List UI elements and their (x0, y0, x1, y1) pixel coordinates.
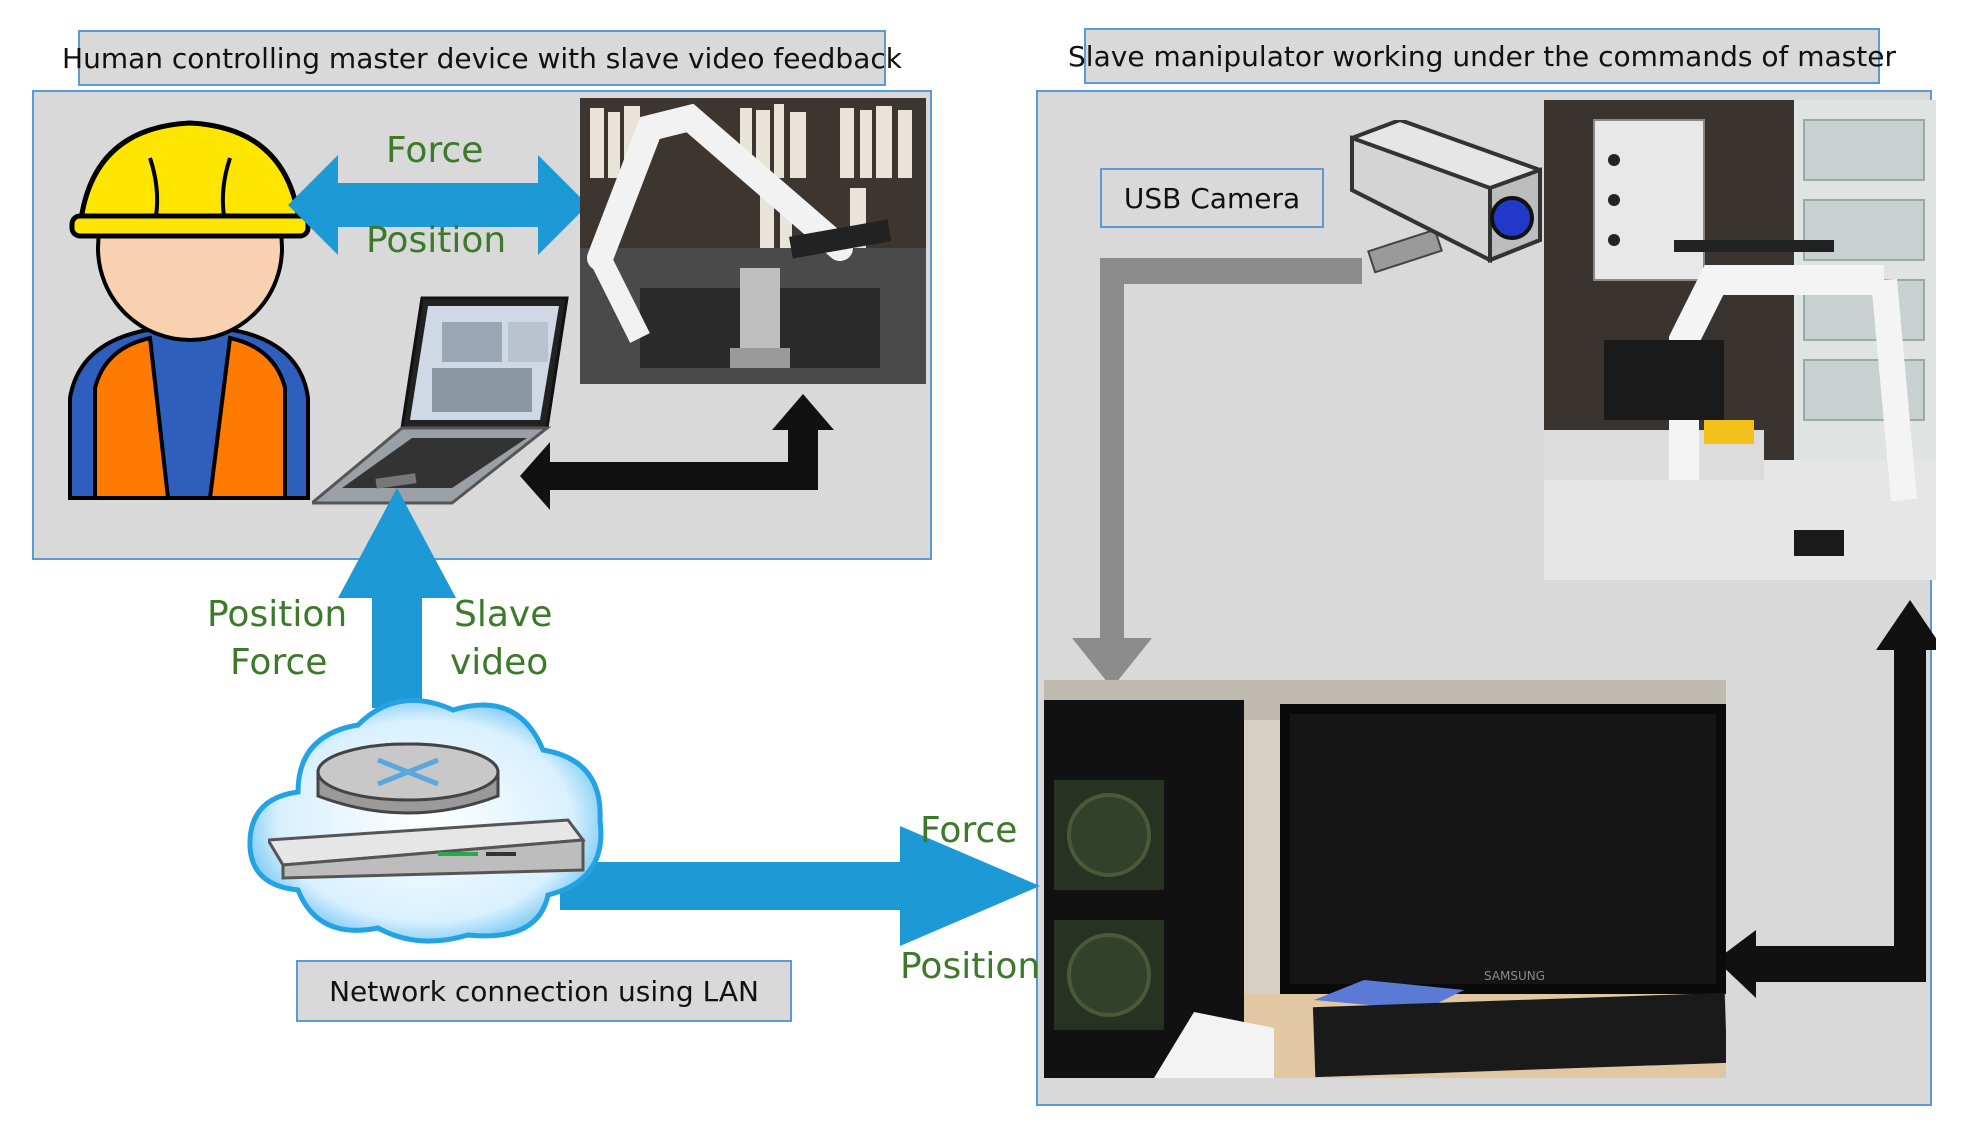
monitor-brand: SAMSUNG (1484, 969, 1545, 983)
force-position-double-arrow (288, 155, 588, 255)
laptop-icon (312, 296, 569, 505)
pc-to-robot-arrow (1716, 600, 1936, 998)
slave-title: Slave manipulator working under the comm… (1068, 28, 1896, 84)
worker-icon (68, 120, 311, 500)
video-feedback-arrow-top (520, 394, 834, 510)
label-force-left: Force (230, 642, 328, 683)
label-slave-video-2: video (450, 642, 549, 683)
label-position-top: Position (366, 220, 507, 261)
security-camera-icon (1350, 120, 1542, 274)
label-force-right: Force (920, 810, 1018, 851)
label-slave-video-1: Slave (454, 594, 553, 635)
label-position-left: Position (207, 594, 348, 635)
master-title: Human controlling master device with sla… (62, 30, 902, 86)
slave-robot-photo (1544, 100, 1936, 580)
up-arrow-to-master (338, 488, 456, 708)
label-position-right: Position (900, 946, 1041, 987)
network-label: Network connection using LAN (296, 960, 792, 1022)
camera-to-pc-arrow (1072, 248, 1362, 688)
network-to-pc-arrow (560, 826, 1040, 946)
label-force-top: Force (386, 130, 484, 171)
robot-arm-photo (580, 98, 926, 384)
camera-label: USB Camera (1100, 168, 1324, 228)
pc-photo: SAMSUNG (1044, 680, 1726, 1078)
router-icon (268, 742, 586, 880)
